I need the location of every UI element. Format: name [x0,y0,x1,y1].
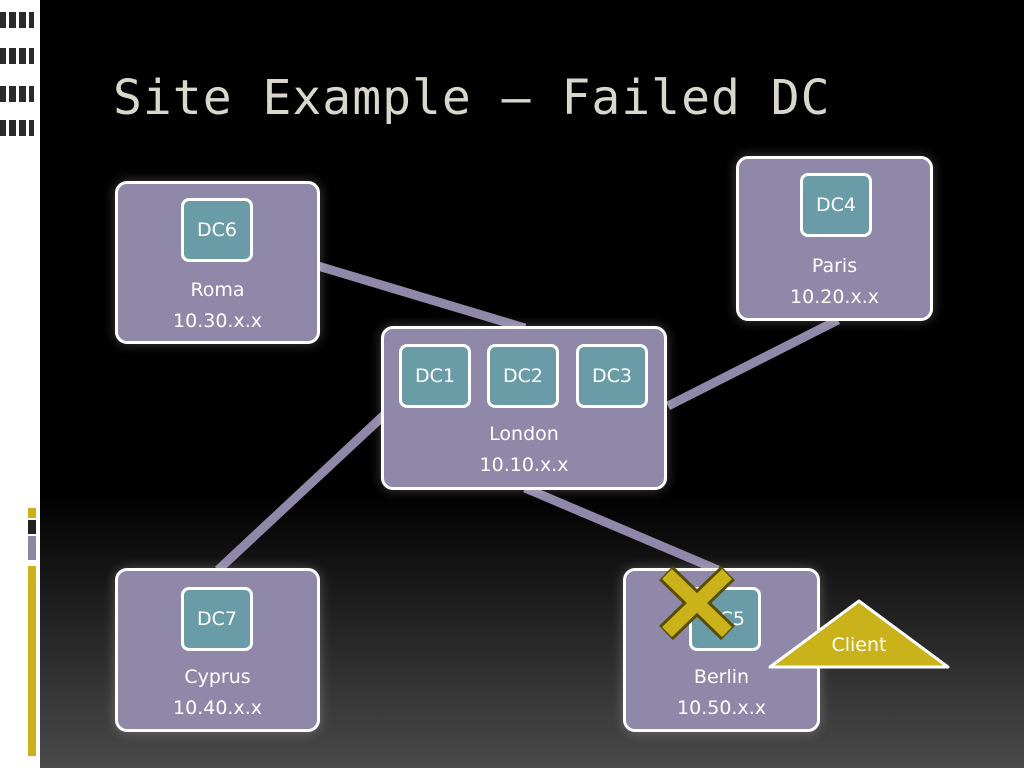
accent-bar [28,536,36,560]
site-ip: 10.20.x.x [790,286,879,308]
dc-box[interactable]: DC7 [181,587,253,651]
site-name: Berlin [693,666,750,688]
client-label: Client [831,634,887,656]
dc-box[interactable]: DC4 [800,173,872,237]
dc-box[interactable]: DC2 [487,344,559,408]
site-name: Roma [190,279,245,301]
site-cyprus[interactable]: DC7 Cyprus 10.40.x.x [115,568,320,732]
accent-bar [28,566,36,756]
link-london-cyprus [214,398,402,574]
accent-bar [28,520,36,534]
site-ip: 10.40.x.x [173,697,262,719]
site-london[interactable]: DC1 DC2 DC3 London 10.10.x.x [381,326,667,490]
accent-bar [28,508,36,518]
link-london-paris [665,315,841,411]
site-ip: 10.30.x.x [173,310,262,332]
site-name: London [489,423,559,445]
slide-title: Site Example – Failed DC [113,70,831,126]
site-ip: 10.50.x.x [677,697,766,719]
dc-box[interactable]: DC6 [181,198,253,262]
client-triangle-icon[interactable] [766,598,952,670]
link-london-roma [316,261,527,333]
dc-box[interactable]: DC3 [576,344,648,408]
site-name: Cyprus [184,666,251,688]
site-berlin[interactable]: DC5 Berlin 10.50.x.x [623,568,820,732]
dc-box[interactable]: DC1 [399,344,471,408]
link-london-berlin [523,483,720,575]
x-mark-icon [659,565,735,641]
window-decoration-icon [0,12,34,136]
site-roma[interactable]: DC6 Roma 10.30.x.x [115,181,320,344]
site-name: Paris [811,255,858,277]
left-decoration-strip [0,0,40,768]
site-paris[interactable]: DC4 Paris 10.20.x.x [736,156,933,321]
site-ip: 10.10.x.x [479,454,569,476]
